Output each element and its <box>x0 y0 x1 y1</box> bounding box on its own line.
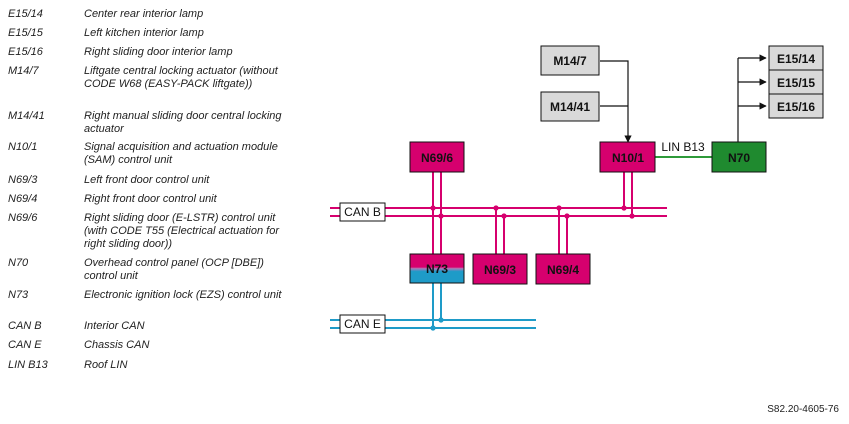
n10-1-box: N10/1 <box>599 141 656 173</box>
m14-41-label: M14/41 <box>550 100 590 114</box>
legend-code: CAN E <box>8 339 42 351</box>
legend-desc: Right manual sliding door central lockin… <box>84 110 282 135</box>
e15-15-label: E15/15 <box>777 76 815 90</box>
legend-desc: Center rear interior lamp <box>84 8 204 20</box>
legend-code: M14/41 <box>8 110 45 122</box>
legend-desc: Left front door control unit <box>84 174 210 186</box>
legend-code: N69/3 <box>8 174 38 186</box>
n69-4-can-b-link <box>558 208 568 254</box>
actuator-signal-lines <box>600 60 632 143</box>
legend: E15/14 Center rear interior lamp E15/15 … <box>0 0 320 424</box>
legend-desc: Roof LIN <box>84 359 128 371</box>
n70-box: N70 <box>711 141 767 173</box>
legend-desc: Right sliding door (E-LSTR) control unit… <box>84 212 280 250</box>
legend-desc: Right front door control unit <box>84 193 217 205</box>
n69-3-box: N69/3 <box>472 253 528 285</box>
legend-code: N70 <box>8 257 29 269</box>
legend-desc: Chassis CAN <box>84 339 150 351</box>
e15-16-label: E15/16 <box>777 100 815 114</box>
legend-code: E15/14 <box>8 8 43 20</box>
n73-can-e-link <box>432 283 442 328</box>
m14-7-box: M14/7 <box>540 45 600 76</box>
legend-desc: Electronic ignition lock (EZS) control u… <box>84 289 282 301</box>
legend-code: N10/1 <box>8 141 38 153</box>
n73-label: N73 <box>426 262 448 276</box>
legend-desc: Left kitchen interior lamp <box>84 27 204 39</box>
n69-4-box: N69/4 <box>535 253 591 285</box>
legend-desc: Liftgate central locking actuator (witho… <box>84 65 278 90</box>
lin-b13-label: LIN B13 <box>661 140 705 154</box>
legend-desc: Overhead control panel (OCP [DBE]) contr… <box>84 257 264 282</box>
e15-14-box: E15/14 <box>768 45 824 71</box>
n73-can-b-link <box>432 208 442 254</box>
legend-code: M14/7 <box>8 65 39 77</box>
can-b-label: CAN B <box>344 205 381 219</box>
legend-desc: Right sliding door interior lamp <box>84 46 233 58</box>
n69-6-box: N69/6 <box>409 141 465 173</box>
n10-1-can-b-link <box>623 172 633 216</box>
legend-code: E15/16 <box>8 46 43 58</box>
legend-code: N73 <box>8 289 29 301</box>
legend-code: N69/6 <box>8 212 38 224</box>
legend-code: CAN B <box>8 320 42 332</box>
n69-6-can-b-link <box>432 172 442 216</box>
m14-41-box: M14/41 <box>540 91 600 122</box>
legend-code: E15/15 <box>8 27 43 39</box>
can-e-label-box: CAN E <box>339 314 386 334</box>
n69-6-label: N69/6 <box>421 151 453 165</box>
n69-3-can-b-link <box>495 208 505 254</box>
n73-box: N73 <box>409 253 465 284</box>
e15-15-box: E15/15 <box>768 69 824 95</box>
m14-7-label: M14/7 <box>553 54 587 68</box>
legend-code: LIN B13 <box>8 359 48 371</box>
can-e-label: CAN E <box>344 317 381 331</box>
can-e-junctions <box>430 317 444 331</box>
n10-1-label: N10/1 <box>612 151 644 165</box>
can-b-label-box: CAN B <box>339 202 386 222</box>
legend-desc: Interior CAN <box>84 320 145 332</box>
legend-desc: Signal acquisition and actuation module … <box>84 141 278 166</box>
n69-3-label: N69/3 <box>484 263 516 277</box>
bus-junctions <box>430 205 635 219</box>
n69-4-label: N69/4 <box>547 263 579 277</box>
n70-label: N70 <box>728 151 750 165</box>
e15-16-box: E15/16 <box>768 93 824 119</box>
lamp-output-lines <box>737 54 767 142</box>
legend-code: N69/4 <box>8 193 38 205</box>
figure-reference: S82.20-4605-76 <box>767 404 839 415</box>
e15-14-label: E15/14 <box>777 52 815 66</box>
